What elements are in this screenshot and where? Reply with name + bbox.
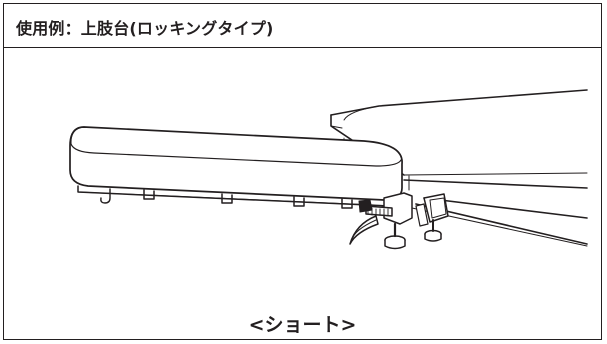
table-slab [330, 89, 588, 247]
panel-title: 使用例：上肢台(ロッキングタイプ) [16, 19, 274, 38]
usage-example-panel: 使用例：上肢台(ロッキングタイプ) [3, 3, 602, 340]
arm-base-rail [77, 185, 390, 209]
illustration-caption: <ショート> [248, 314, 357, 336]
arm-board-illustration [69, 89, 588, 250]
locking-clamp [349, 192, 449, 250]
arm-pad [69, 126, 403, 201]
panel-header: 使用例：上肢台(ロッキングタイプ) [4, 4, 601, 48]
